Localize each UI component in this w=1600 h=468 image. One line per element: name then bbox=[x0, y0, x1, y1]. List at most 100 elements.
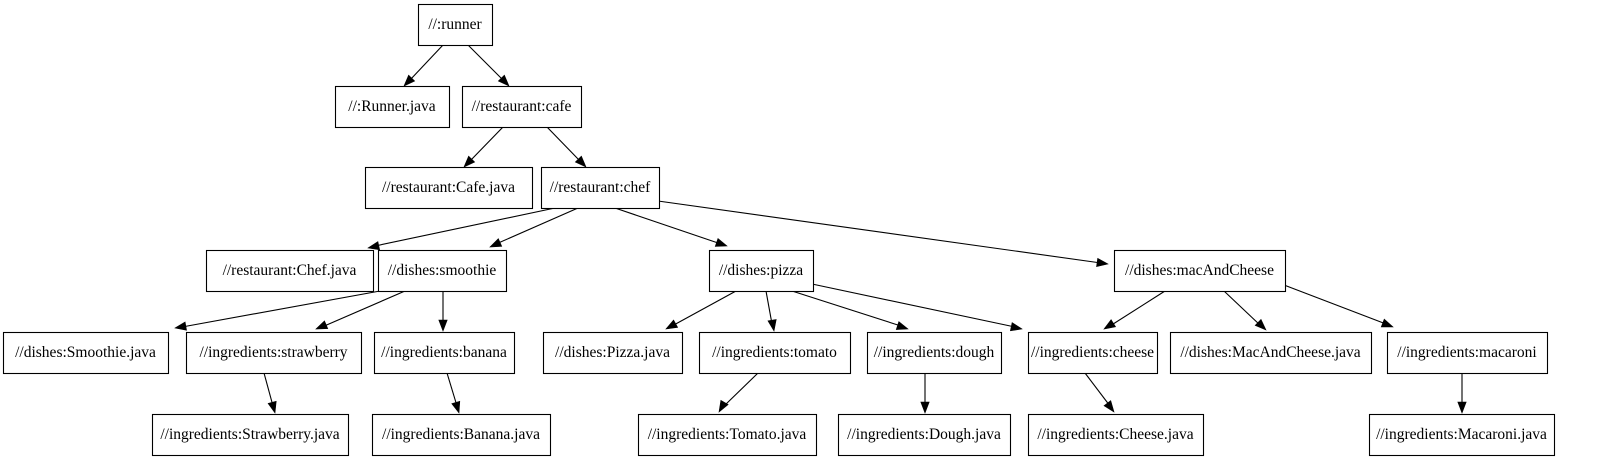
graph-edge bbox=[315, 290, 406, 330]
graph-edge bbox=[367, 207, 556, 251]
graph-edge bbox=[765, 290, 777, 332]
node-box[interactable] bbox=[837, 413, 1012, 457]
node-box[interactable] bbox=[417, 3, 494, 47]
edge-line bbox=[263, 372, 274, 407]
node-box[interactable] bbox=[866, 331, 1003, 375]
edge-line bbox=[671, 290, 737, 327]
node-label: //dishes:MacAndCheese.java bbox=[1180, 344, 1360, 361]
edge-line bbox=[495, 207, 579, 245]
graph-edge bbox=[1103, 290, 1166, 330]
node-label: //:runner bbox=[428, 16, 482, 33]
node-box[interactable] bbox=[205, 249, 375, 293]
node-label: //ingredients:banana bbox=[381, 344, 507, 361]
node-box[interactable] bbox=[540, 166, 661, 210]
node-box[interactable] bbox=[1368, 413, 1556, 457]
graph-node[interactable]: //ingredients:cheese bbox=[1027, 331, 1159, 375]
edge-arrowhead-icon bbox=[451, 400, 461, 414]
node-box[interactable] bbox=[2, 331, 170, 375]
edge-arrowhead-icon bbox=[315, 320, 329, 330]
node-box[interactable] bbox=[637, 413, 818, 457]
graph-node[interactable]: //ingredients:strawberry bbox=[185, 331, 363, 375]
edge-arrowhead-icon bbox=[403, 74, 416, 87]
graph-edge bbox=[811, 283, 1023, 332]
graph-edge bbox=[791, 290, 909, 330]
edge-arrowhead-icon bbox=[665, 319, 679, 330]
graph-edge bbox=[718, 372, 759, 413]
node-box[interactable] bbox=[698, 331, 852, 375]
node-label: //ingredients:strawberry bbox=[199, 344, 347, 361]
edge-line bbox=[467, 44, 504, 81]
edges-layer bbox=[174, 44, 1467, 414]
edge-arrowhead-icon bbox=[895, 321, 909, 330]
node-label: //ingredients:dough bbox=[874, 344, 995, 361]
graph-node[interactable]: //ingredients:Macaroni.java bbox=[1368, 413, 1556, 457]
graph-node[interactable]: //restaurant:Cafe.java bbox=[364, 166, 534, 210]
graph-node[interactable]: //dishes:pizza bbox=[708, 249, 815, 293]
graph-edge bbox=[1457, 373, 1467, 414]
graph-edge bbox=[467, 44, 510, 87]
edge-arrowhead-icon bbox=[1380, 318, 1394, 328]
edge-arrowhead-icon bbox=[497, 74, 510, 87]
graph-edge bbox=[1084, 372, 1115, 413]
edge-line bbox=[374, 207, 556, 247]
node-box[interactable] bbox=[377, 249, 508, 293]
node-box[interactable] bbox=[334, 85, 451, 129]
graph-node[interactable]: //dishes:smoothie bbox=[377, 249, 508, 293]
node-box[interactable] bbox=[542, 331, 684, 375]
graph-node[interactable]: //ingredients:Dough.java bbox=[837, 413, 1012, 457]
graph-edge bbox=[489, 207, 579, 248]
graph-node[interactable]: //ingredients:dough bbox=[866, 331, 1003, 375]
graph-edge bbox=[657, 200, 1109, 268]
graph-node[interactable]: //:Runner.java bbox=[334, 85, 451, 129]
graph-node[interactable]: //dishes:Pizza.java bbox=[542, 331, 684, 375]
graph-edge bbox=[665, 290, 737, 330]
edge-line bbox=[811, 283, 1016, 328]
graph-node[interactable]: //ingredients:tomato bbox=[698, 331, 852, 375]
node-box[interactable] bbox=[1113, 249, 1287, 293]
node-label: //ingredients:Dough.java bbox=[847, 426, 1001, 443]
edge-line bbox=[1223, 290, 1262, 327]
edge-arrowhead-icon bbox=[463, 155, 476, 168]
graph-node[interactable]: //:runner bbox=[417, 3, 494, 47]
node-box[interactable] bbox=[185, 331, 363, 375]
graph-node[interactable]: //ingredients:Strawberry.java bbox=[151, 413, 350, 457]
node-box[interactable] bbox=[1027, 413, 1205, 457]
node-label: //ingredients:Strawberry.java bbox=[160, 426, 339, 443]
graph-node[interactable]: //dishes:MacAndCheese.java bbox=[1169, 331, 1373, 375]
node-label: //dishes:pizza bbox=[719, 262, 803, 279]
graph-edge bbox=[1223, 290, 1267, 331]
graph-node[interactable]: //restaurant:Chef.java bbox=[205, 249, 375, 293]
graph-edge bbox=[463, 126, 504, 168]
edge-arrowhead-icon bbox=[174, 321, 187, 331]
graph-node[interactable]: //ingredients:Tomato.java bbox=[637, 413, 818, 457]
edge-line bbox=[1084, 372, 1111, 407]
node-box[interactable] bbox=[373, 331, 516, 375]
node-label: //restaurant:Chef.java bbox=[223, 262, 357, 279]
graph-node[interactable]: //dishes:Smoothie.java bbox=[2, 331, 170, 375]
node-box[interactable] bbox=[371, 413, 552, 457]
node-label: //restaurant:Cafe.java bbox=[382, 179, 515, 196]
edge-line bbox=[321, 290, 406, 328]
node-box[interactable] bbox=[364, 166, 534, 210]
node-box[interactable] bbox=[1386, 331, 1549, 375]
graph-node[interactable]: //ingredients:banana bbox=[373, 331, 516, 375]
node-box[interactable] bbox=[151, 413, 350, 457]
graph-node[interactable]: //ingredients:Banana.java bbox=[371, 413, 552, 457]
graph-node[interactable]: //ingredients:Cheese.java bbox=[1027, 413, 1205, 457]
graph-edge bbox=[174, 290, 381, 331]
node-label: //ingredients:tomato bbox=[712, 344, 837, 361]
edge-line bbox=[409, 44, 444, 81]
graph-node[interactable]: //restaurant:cafe bbox=[461, 85, 583, 129]
node-box[interactable] bbox=[1169, 331, 1373, 375]
node-box[interactable] bbox=[461, 85, 583, 129]
node-box[interactable] bbox=[708, 249, 815, 293]
node-box[interactable] bbox=[1027, 331, 1159, 375]
graph-edge bbox=[446, 372, 461, 414]
edge-arrowhead-icon bbox=[489, 238, 503, 248]
graph-node[interactable]: //ingredients:macaroni bbox=[1386, 331, 1549, 375]
node-label: //restaurant:chef bbox=[550, 179, 652, 196]
graph-node[interactable]: //dishes:macAndCheese bbox=[1113, 249, 1287, 293]
node-label: //ingredients:cheese bbox=[1031, 344, 1154, 361]
graph-node[interactable]: //restaurant:chef bbox=[540, 166, 661, 210]
